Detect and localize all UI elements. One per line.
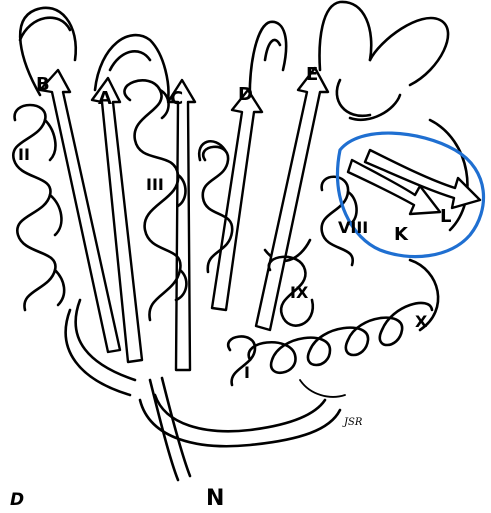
helix-x bbox=[249, 303, 432, 373]
helix-ii bbox=[13, 105, 64, 310]
beta-strands bbox=[40, 68, 480, 370]
label-strand-c: C bbox=[170, 88, 183, 109]
label-strand-a: A bbox=[98, 88, 112, 109]
strand-a bbox=[92, 78, 142, 362]
label-helix-ii: II bbox=[18, 145, 30, 164]
label-strand-d: D bbox=[238, 84, 253, 105]
label-strand-b: B bbox=[36, 74, 50, 95]
artist-signature: JSR bbox=[342, 417, 363, 428]
strand-d bbox=[212, 90, 262, 310]
helix-i bbox=[228, 336, 255, 385]
label-helix-ix: IX bbox=[290, 283, 309, 302]
labels: B A C D E K L II III VIII IX X I N D JSR bbox=[10, 64, 451, 511]
label-helix-x: X bbox=[415, 312, 428, 331]
label-helix-iii: III bbox=[146, 175, 164, 194]
label-helix-viii: VIII bbox=[338, 218, 368, 237]
label-helix-i: I bbox=[244, 363, 250, 382]
label-strand-l: L bbox=[440, 206, 451, 227]
label-strand-e: E bbox=[306, 64, 318, 85]
strand-c bbox=[168, 80, 195, 370]
label-strand-k: K bbox=[394, 224, 409, 245]
label-n-terminus: N bbox=[206, 486, 224, 511]
panel-label: D bbox=[10, 490, 24, 510]
